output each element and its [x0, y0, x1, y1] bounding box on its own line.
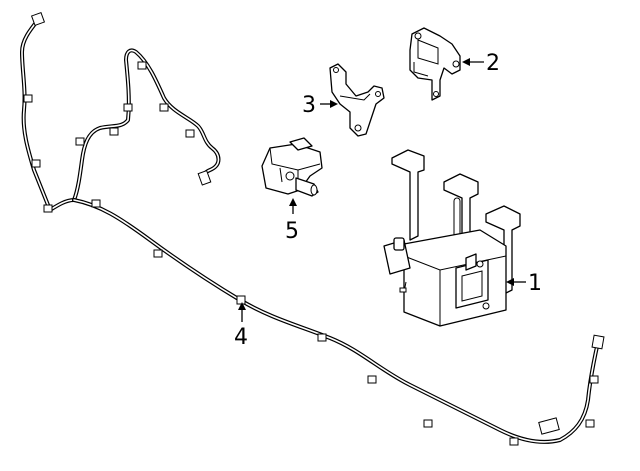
wiring-harness[interactable]: [20, 11, 605, 446]
control-module-with-bracket[interactable]: [383, 149, 521, 327]
callout-1: 1: [506, 271, 542, 296]
mounting-bracket-upper[interactable]: [409, 27, 461, 101]
mounting-bracket-middle[interactable]: [329, 63, 385, 137]
callout-label-4: 4: [234, 325, 248, 350]
callout-label-1: 1: [528, 271, 542, 296]
callout-label-2: 2: [486, 51, 500, 76]
callout-label-3: 3: [302, 93, 316, 118]
sensor-unit[interactable]: [261, 137, 323, 197]
callout-5: 5: [285, 198, 299, 244]
callout-4: 4: [234, 302, 248, 350]
callout-label-5: 5: [285, 219, 299, 244]
callout-2: 2: [462, 51, 500, 76]
callout-3: 3: [302, 93, 338, 118]
